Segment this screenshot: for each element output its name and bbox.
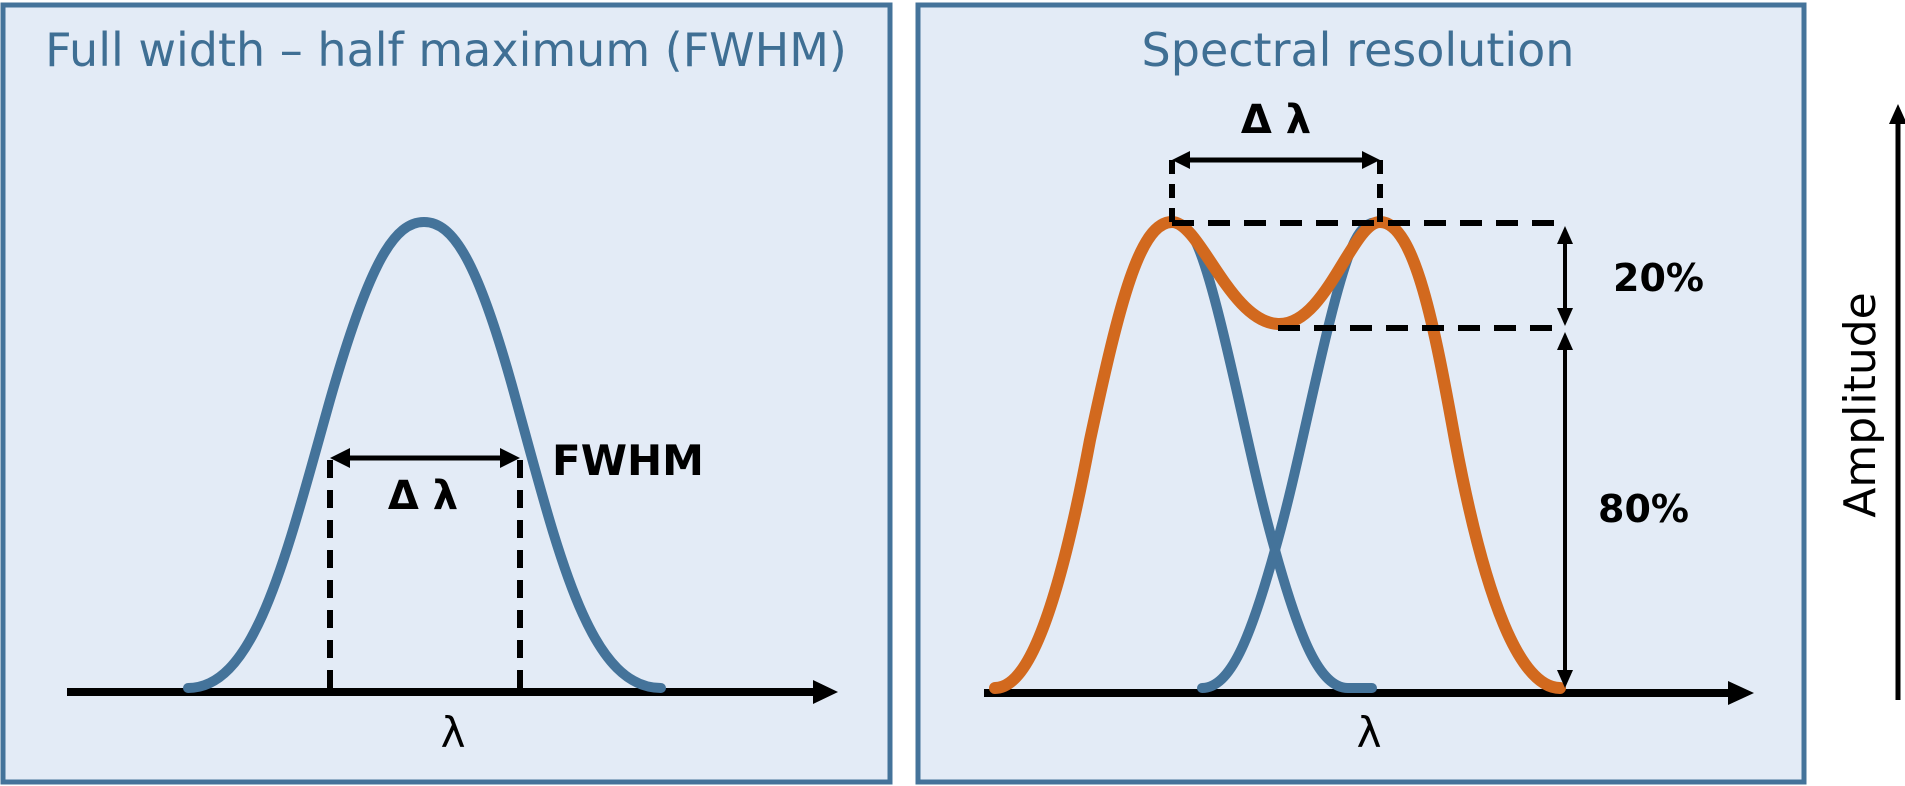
left-panel-title: Full width – half maximum (FWHM) [45, 23, 847, 77]
left-x-axis-arrowhead [813, 680, 838, 704]
right-orange-combined-curve [989, 216, 1566, 694]
pct20-arrowhead-top [1557, 226, 1573, 244]
amplitude-axis: Amplitude [1835, 104, 1905, 700]
right-panel-frame [915, 2, 1807, 785]
left-delta-lambda-label: Δ λ [388, 473, 458, 519]
fwhm-arrowhead-left [330, 448, 350, 468]
right-axis-label: λ [1357, 708, 1382, 757]
pct-80-label: 80% [1598, 487, 1689, 531]
pct20-arrowhead-bottom [1557, 308, 1573, 326]
amplitude-arrowhead [1889, 104, 1905, 124]
fwhm-label: FWHM [552, 436, 704, 485]
right-panel: Spectral resolution λ Δ λ 20% 80% [915, 2, 1807, 785]
left-panel: Full width – half maximum (FWHM) λ Δ λ F… [0, 2, 893, 785]
right-delta-arrowhead-left [1172, 151, 1190, 169]
right-x-axis-arrowhead [1728, 681, 1754, 705]
pct80-arrowhead-top [1557, 332, 1573, 350]
fwhm-arrowhead-right [500, 448, 520, 468]
right-delta-lambda-label: Δ λ [1241, 97, 1311, 143]
pct-20-label: 20% [1613, 256, 1704, 300]
pct80-arrowhead-bottom [1557, 670, 1573, 688]
right-blue-peak-left [1167, 217, 1377, 694]
right-panel-title: Spectral resolution [1142, 23, 1575, 77]
right-delta-arrowhead-right [1362, 151, 1380, 169]
amplitude-label: Amplitude [1835, 292, 1886, 517]
left-axis-label: λ [441, 708, 466, 757]
left-panel-frame [0, 2, 893, 785]
left-gaussian-curve [183, 216, 666, 693]
